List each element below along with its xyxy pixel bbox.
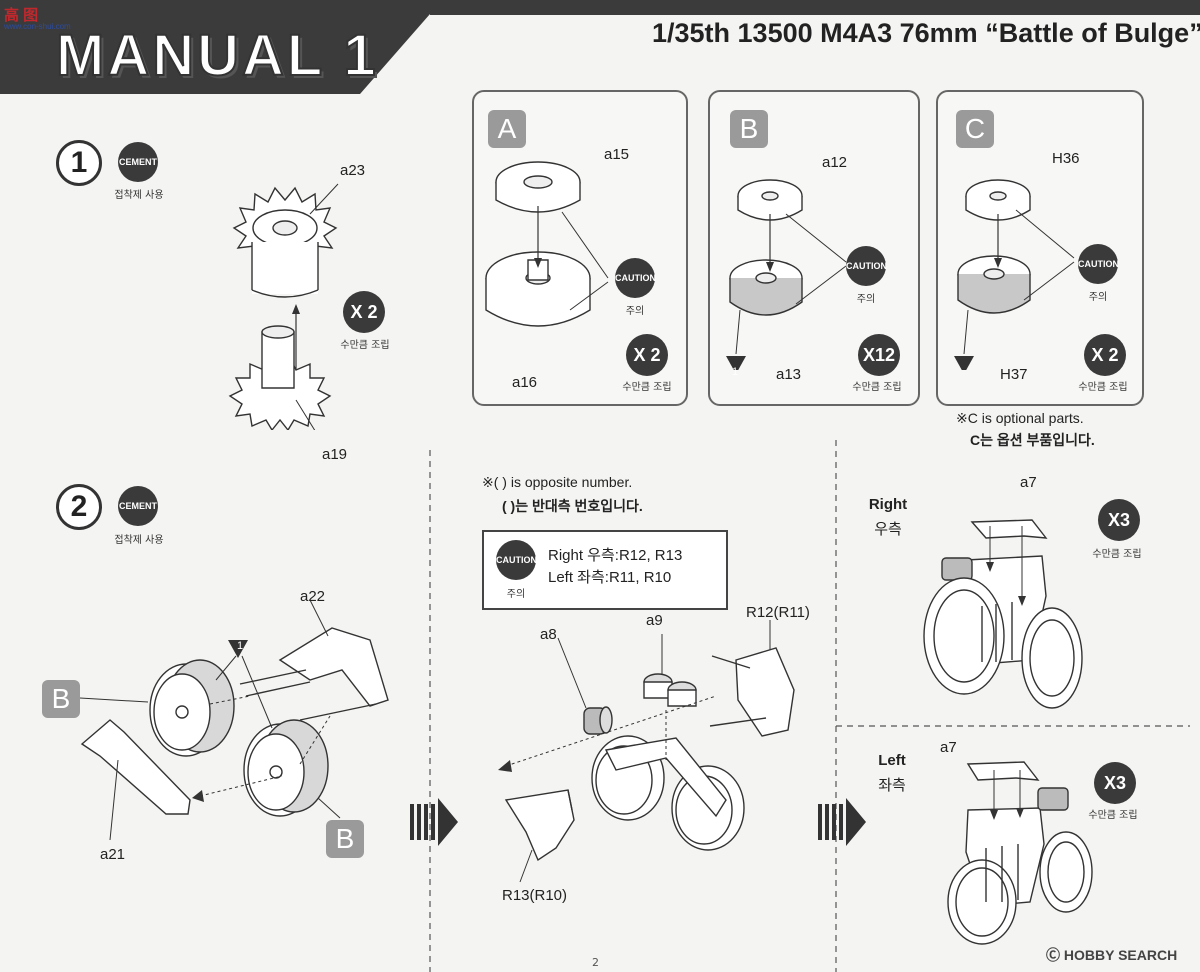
- tag-b-left: B: [42, 680, 80, 718]
- road-wheel-a-drawing: [480, 150, 620, 350]
- site-logo-url: www.con-shui.com: [4, 22, 71, 31]
- site-logo: 高 图: [4, 7, 39, 24]
- step-2-number: 2: [56, 484, 102, 530]
- cement-icon: CEMENT: [118, 486, 158, 526]
- marker-1: 1: [237, 640, 244, 652]
- cement-icon: CEMENT: [118, 142, 158, 182]
- part-label-h36: H36: [1052, 150, 1080, 167]
- sprocket-assembly-drawing: [210, 180, 360, 430]
- part-label-a7-left: a7: [940, 739, 957, 756]
- caution-icon: CAUTION: [846, 246, 887, 286]
- caution-icon: CAUTION: [496, 540, 537, 580]
- model-title: 1/35th 13500 M4A3 76mm “Battle of Bulge”: [652, 18, 1200, 48]
- caution-label: 주의: [506, 589, 526, 600]
- caution-icon: CAUTION: [1078, 244, 1119, 284]
- quantity-x12-icon: X12: [858, 334, 900, 376]
- next-arrow-icon: [818, 798, 866, 846]
- quantity-label: 수만큼 조립: [340, 340, 390, 351]
- quantity-x2-icon: X 2: [343, 291, 385, 333]
- caution-label: 주의: [1088, 292, 1108, 303]
- quantity-label: 수만큼 조립: [1078, 382, 1128, 393]
- panel-a-letter: A: [488, 110, 526, 148]
- quantity-x2-icon: X 2: [1084, 334, 1126, 376]
- part-label-a16: a16: [512, 374, 538, 391]
- quantity-x3-icon: X3: [1094, 762, 1136, 804]
- panel-b-letter: B: [730, 110, 768, 148]
- part-label-a12: a12: [822, 154, 848, 171]
- tag-b-right: B: [326, 820, 364, 858]
- caution-icon: CAUTION: [615, 258, 656, 298]
- part-label-a23: a23: [340, 162, 366, 179]
- optional-note-en: ※C is optional parts.: [956, 410, 1084, 426]
- part-label-a19: a19: [322, 446, 348, 463]
- bogie-left-drawing: [934, 752, 1104, 952]
- bogie-right-drawing: [912, 496, 1092, 716]
- panel-c-letter: C: [956, 110, 994, 148]
- quantity-label: 수만큼 조립: [1092, 549, 1142, 560]
- part-label-a22: a22: [300, 588, 326, 605]
- suspension-arm-drawing: [70, 600, 410, 860]
- page-number: 2: [592, 956, 599, 969]
- part-label-r13-r10: R13(R10): [502, 887, 568, 904]
- road-wheel-c-drawing: [954, 170, 1090, 370]
- part-label-a13: a13: [776, 366, 802, 383]
- right-side-label-kr: 우측: [874, 521, 902, 538]
- quantity-label: 수만큼 조립: [622, 382, 672, 393]
- bogie-assembly-drawing: [498, 620, 826, 890]
- header-band: [0, 0, 1200, 94]
- quantity-x2-icon: X 2: [626, 334, 668, 376]
- cement-label: 접착제 사용: [114, 190, 164, 201]
- footer-logo: Ⓒ HOBBY SEARCH: [1046, 947, 1178, 963]
- quantity-label: 수만큼 조립: [852, 382, 902, 393]
- optional-note-kr: C는 옵션 부품입니다.: [970, 432, 1095, 448]
- road-wheel-b-drawing: [726, 170, 862, 370]
- quantity-label: 수만큼 조립: [1088, 810, 1138, 821]
- right-side-label: Right: [868, 496, 908, 513]
- part-label-a15: a15: [604, 146, 630, 163]
- step-1-number: 1: [56, 140, 102, 186]
- part-label-a7-right: a7: [1020, 474, 1037, 491]
- quantity-x3-icon: X3: [1098, 499, 1140, 541]
- caution-label: 주의: [625, 306, 645, 317]
- part-label-r12-r11: R12(R11): [746, 604, 810, 621]
- opposite-note-kr: ( )는 반대측 번호입니다.: [502, 498, 643, 514]
- left-side-label: Left: [878, 752, 906, 769]
- left-side-label-kr: 좌측: [878, 777, 906, 794]
- part-label-h37: H37: [1000, 366, 1028, 383]
- next-arrow-icon: [410, 798, 458, 846]
- caution-label: 주의: [856, 294, 876, 305]
- part-label-a8: a8: [540, 626, 557, 643]
- manual-title: MANUAL 1: [55, 22, 379, 89]
- marker-1: 1: [732, 366, 739, 378]
- caution-right-parts: Right 우측:R12, R13: [548, 547, 683, 564]
- opposite-note-en: ※( ) is opposite number.: [482, 474, 633, 490]
- cement-label: 접착제 사용: [114, 535, 164, 546]
- part-label-a9: a9: [646, 612, 663, 629]
- part-label-a21: a21: [100, 846, 126, 863]
- caution-left-parts: Left 좌측:R11, R10: [548, 569, 672, 586]
